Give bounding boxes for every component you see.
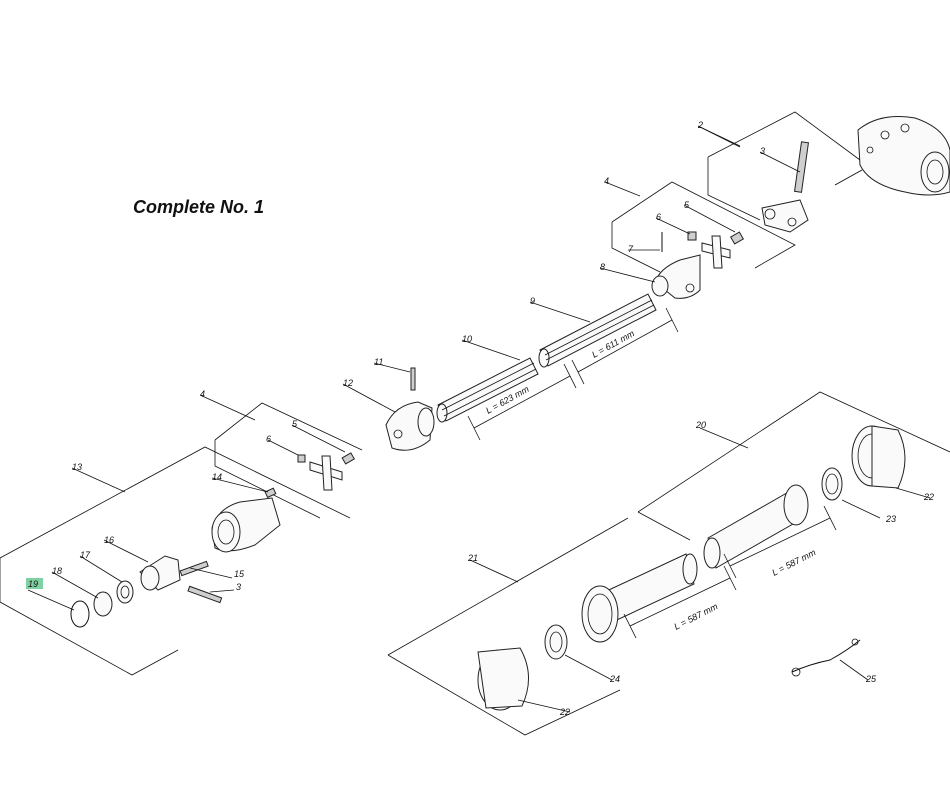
guard-cone-22-right bbox=[851, 425, 906, 489]
bolt-part-3-top bbox=[793, 141, 810, 193]
cross-kit-mid bbox=[297, 452, 356, 491]
part-label[interactable]: 4 bbox=[200, 389, 205, 399]
yoke-top bbox=[761, 199, 809, 233]
part-label[interactable]: 10 bbox=[462, 334, 472, 344]
part-labels: 2 3 4 5 6 7 8 9 10 11 12 4 5 6 13 14 16 … bbox=[26, 120, 934, 717]
part-label-selected[interactable]: 19 bbox=[28, 579, 38, 589]
group-outline-13 bbox=[0, 446, 351, 676]
part-label[interactable]: 17 bbox=[80, 550, 91, 560]
part-label[interactable]: 23 bbox=[885, 514, 896, 524]
group-outline-4-mid bbox=[199, 394, 363, 519]
part-label[interactable]: 3 bbox=[760, 146, 765, 156]
bearing-ring-24 bbox=[544, 624, 568, 660]
ring-part-17 bbox=[116, 580, 134, 604]
leader-lines bbox=[27, 125, 931, 713]
part-label[interactable]: 2 bbox=[697, 120, 703, 130]
part-label[interactable]: 4 bbox=[604, 176, 609, 186]
part-label[interactable]: 16 bbox=[104, 535, 114, 545]
guard-cone-22-left bbox=[477, 647, 529, 711]
part-label[interactable]: 11 bbox=[374, 357, 383, 367]
group-outline-21 bbox=[387, 517, 629, 736]
part-label[interactable]: 18 bbox=[52, 566, 62, 576]
part-label[interactable]: 8 bbox=[600, 262, 605, 272]
part-label[interactable]: 21 bbox=[467, 553, 478, 563]
bearing-ring-23 bbox=[821, 467, 843, 501]
highlight-marker bbox=[26, 578, 43, 589]
guard-tube-21 bbox=[581, 553, 698, 643]
dim-label-4: L = 587 mm bbox=[672, 601, 719, 632]
group-outline-4-top bbox=[604, 181, 796, 273]
pin-part-11 bbox=[410, 367, 416, 391]
ring-part-18 bbox=[93, 591, 113, 617]
part-label[interactable]: 22 bbox=[559, 707, 570, 717]
gearbox-housing bbox=[834, 116, 950, 196]
guard-tube-20 bbox=[703, 484, 809, 569]
yoke-part-14 bbox=[211, 487, 281, 553]
part-label[interactable]: 20 bbox=[695, 420, 706, 430]
dim-label-3: L = 587 mm bbox=[770, 547, 817, 578]
chain-part-25 bbox=[791, 638, 861, 677]
part-label[interactable]: 7 bbox=[628, 244, 634, 254]
hub-part-16 bbox=[139, 555, 223, 604]
part-label[interactable]: 9 bbox=[530, 296, 535, 306]
part-label[interactable]: 25 bbox=[865, 674, 877, 684]
part-label[interactable]: 14 bbox=[212, 472, 222, 482]
group-outline-20 bbox=[637, 391, 950, 541]
part-label[interactable]: 24 bbox=[609, 674, 620, 684]
part-label[interactable]: 22 bbox=[923, 492, 934, 502]
diagram-title: Complete No. 1 bbox=[133, 197, 265, 217]
part-label[interactable]: 5 bbox=[684, 200, 690, 210]
profile-tube-9 bbox=[538, 293, 657, 368]
part-label[interactable]: 6 bbox=[656, 212, 661, 222]
part-label[interactable]: 12 bbox=[343, 378, 353, 388]
part-label[interactable]: 5 bbox=[292, 419, 298, 429]
cross-kit-top bbox=[661, 231, 745, 269]
ring-part-19 bbox=[70, 600, 90, 628]
part-label[interactable]: 15 bbox=[234, 569, 245, 579]
profile-tube-10 bbox=[436, 357, 539, 423]
part-label[interactable]: 6 bbox=[266, 434, 271, 444]
yoke-part-8 bbox=[651, 254, 701, 299]
part-label[interactable]: 13 bbox=[72, 462, 82, 472]
part-label[interactable]: 3 bbox=[236, 582, 241, 592]
yoke-part-12 bbox=[385, 401, 435, 451]
